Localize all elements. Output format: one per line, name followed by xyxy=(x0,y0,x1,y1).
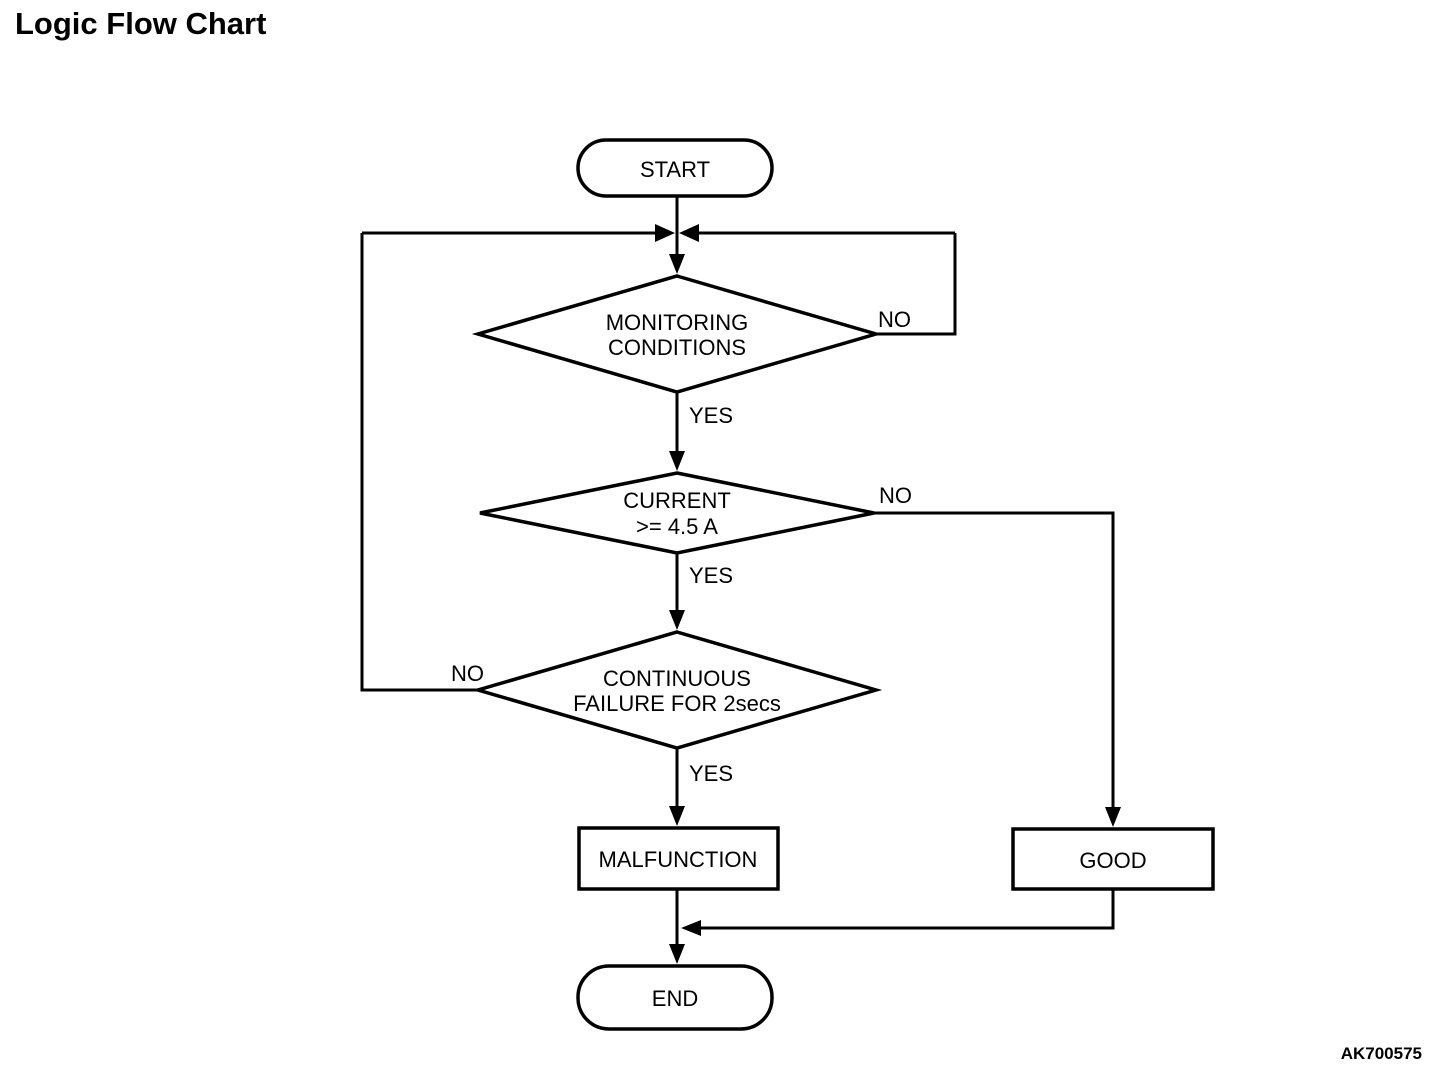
node-good: GOOD xyxy=(1011,827,1215,891)
continuous-label-line1: CONTINUOUS xyxy=(603,666,751,691)
arrowhead-into-good xyxy=(1105,807,1121,827)
arrowhead-into-continuous xyxy=(669,610,685,630)
monitoring-decision-shape xyxy=(471,274,883,394)
good-label: GOOD xyxy=(1079,848,1146,873)
edge-continuous-no xyxy=(360,233,478,692)
start-terminator-shape xyxy=(576,138,774,198)
end-terminator-shape xyxy=(576,964,774,1031)
arrowhead-loop-right-into-junction xyxy=(679,224,699,242)
continuous-decision-shape xyxy=(471,630,883,750)
monitoring-label-line2: CONDITIONS xyxy=(608,335,746,360)
edge-good-to-merge xyxy=(700,889,1115,930)
edge-monitoring-no xyxy=(876,233,957,336)
arrowhead-loop-left-into-junction xyxy=(655,224,675,242)
arrowheads xyxy=(655,224,1121,964)
continuous-yes-label: YES xyxy=(689,761,733,786)
continuous-no-label: NO xyxy=(451,661,484,686)
current-label-line1: CURRENT xyxy=(623,488,731,513)
good-process-shape xyxy=(1011,827,1215,891)
node-malfunction: MALFUNCTION xyxy=(577,826,780,891)
current-yes-label: YES xyxy=(689,563,733,588)
node-end: END xyxy=(576,964,774,1031)
malfunction-process-shape xyxy=(577,826,780,891)
monitoring-yes-label: YES xyxy=(689,403,733,428)
current-decision-shape xyxy=(479,471,875,555)
edge-labels: NO YES NO YES NO YES xyxy=(451,307,912,786)
continuous-label-line2: FAILURE FOR 2secs xyxy=(573,691,781,716)
node-continuous-failure: CONTINUOUS FAILURE FOR 2secs xyxy=(471,630,883,750)
node-monitoring-conditions: MONITORING CONDITIONS xyxy=(471,274,883,394)
monitoring-no-label: NO xyxy=(878,307,911,332)
arrowhead-good-into-merge xyxy=(681,920,701,936)
edge-current-no xyxy=(874,511,1115,809)
monitoring-label-line1: MONITORING xyxy=(606,310,749,335)
connectors xyxy=(360,196,1115,946)
start-label: START xyxy=(640,157,710,182)
arrowhead-into-end xyxy=(669,944,685,964)
arrowhead-into-monitoring xyxy=(669,254,685,274)
nodes: START MONITORING CONDITIONS CURRENT >= 4… xyxy=(471,138,1215,1031)
current-no-label: NO xyxy=(879,483,912,508)
node-start: START xyxy=(576,138,774,198)
end-label: END xyxy=(652,986,698,1011)
figure-code: AK700575 xyxy=(1340,1044,1422,1063)
node-current-check: CURRENT >= 4.5 A xyxy=(479,471,875,555)
arrowhead-into-malfunction xyxy=(669,806,685,826)
current-label-line2: >= 4.5 A xyxy=(636,514,718,539)
malfunction-label: MALFUNCTION xyxy=(599,847,758,872)
arrowhead-into-current xyxy=(669,451,685,471)
page-title: Logic Flow Chart xyxy=(15,6,267,41)
